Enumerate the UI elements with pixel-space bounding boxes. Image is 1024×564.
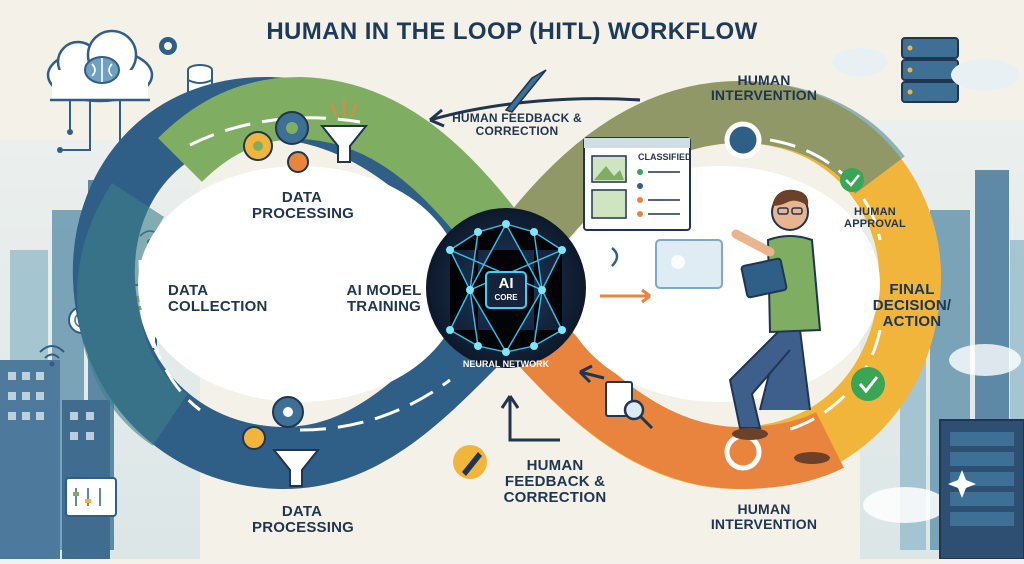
label-data-collection: DATA COLLECTION xyxy=(168,283,278,315)
page-title: HUMAN IN THE LOOP (HITL) WORKFLOW xyxy=(0,18,1024,46)
label-human-intervention-bottom: HUMAN INTERVENTION xyxy=(700,502,828,531)
ai-core-badge-line2: CORE xyxy=(486,293,526,302)
server-icon xyxy=(902,38,958,102)
intervention-node-bottom xyxy=(727,436,759,468)
label-human-intervention-top: HUMAN INTERVENTION xyxy=(700,73,828,102)
label-data-processing-bottom: DATA PROCESSING xyxy=(252,504,352,536)
intervention-node-top xyxy=(727,124,759,156)
settings-panel-icon xyxy=(66,478,116,516)
server-rack-icon xyxy=(940,420,1024,559)
label-data-processing-top: DATA PROCESSING xyxy=(252,190,352,222)
label-human-approval: HUMAN APPROVAL xyxy=(840,207,910,230)
label-final-decision: FINAL DECISION/ ACTION xyxy=(862,282,962,329)
classified-panel-title: CLASSIFIED xyxy=(638,152,692,162)
ai-core-badge-line1: AI xyxy=(486,276,526,291)
check-icon xyxy=(840,168,864,192)
tablet-panel xyxy=(656,240,722,288)
label-human-feedback-top: HUMAN FEEDBACK & CORRECTION xyxy=(442,112,592,137)
label-ai-model-training: AI MODEL TRAINING xyxy=(336,283,432,315)
check-icon xyxy=(851,367,885,401)
label-human-feedback-bottom: HUMAN FEEDBACK & CORRECTION xyxy=(500,458,610,505)
neural-network-caption: NEURAL NETWORK xyxy=(446,359,566,369)
image-icon xyxy=(592,190,626,218)
pen-icon xyxy=(453,445,487,479)
